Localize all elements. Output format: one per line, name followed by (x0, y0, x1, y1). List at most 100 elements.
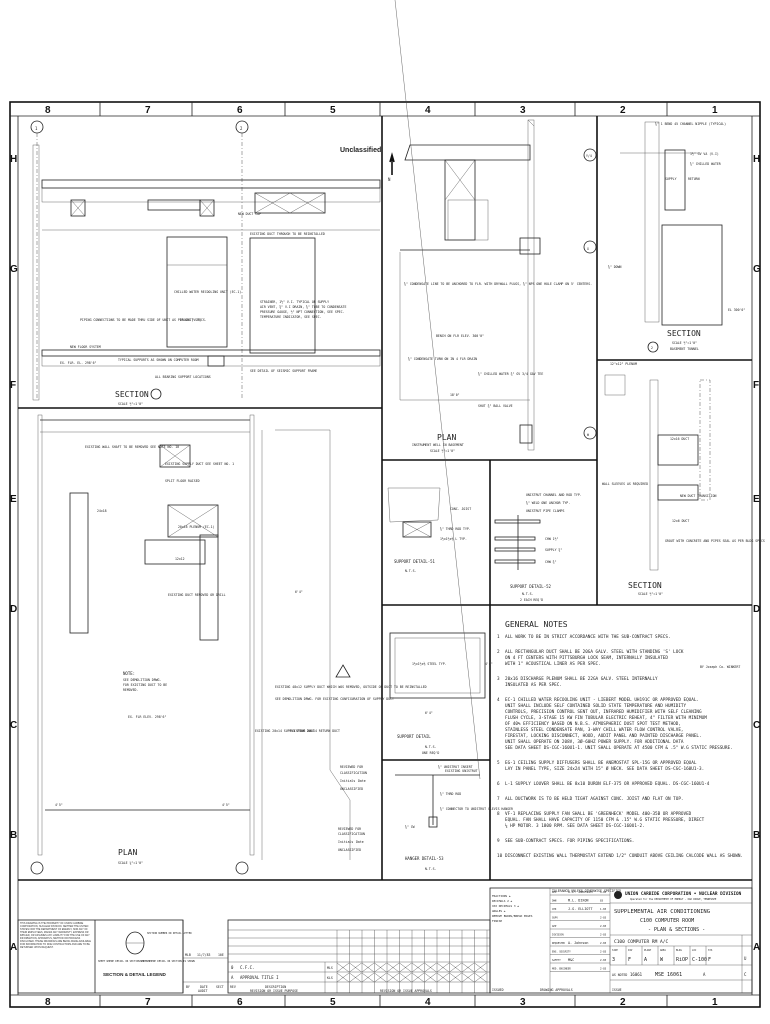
signer-date: 2-83 (600, 958, 607, 962)
legend-sheet-cut: SHEET WHERE DETAIL OR SECTION IS CUT (98, 960, 150, 963)
note-line: VF-1 REPLACING SUPPLY FAN SHALL BE 'GREE… (505, 811, 692, 817)
column-marker: W (587, 433, 589, 437)
note-number: 2 (497, 649, 500, 655)
callout: CHW ¾" (545, 560, 557, 565)
column-marker: 2 (651, 346, 653, 350)
note-line: EQUAL. FAN SHALL HAVE CAPACITY OF 1150 C… (505, 817, 705, 823)
zone-column-label: 1 (712, 105, 718, 116)
hanger-title: HANGER DETAIL-53 (405, 856, 444, 861)
zone-column-label: 5 (330, 997, 336, 1008)
note-line: ¼ HP MOTOR. 3 1800 RPM. SEE DATA SHEET D… (505, 823, 645, 829)
note-line: STAINLESS STEEL CONDENSATE PAN, 3-WAY CH… (505, 727, 684, 733)
callout: CHILLED WATER RECOOLING UNIT (EC-1) (174, 290, 241, 294)
revision-by: KLS (327, 976, 333, 980)
callout: 4'4" (485, 662, 493, 666)
callout: 1½x1½x⅛ STEEL TYP. (412, 662, 447, 666)
stamp-line: Initials (338, 840, 353, 844)
note-line: UNIT SHALL INCLUDE SELF CONTAINED SOLID … (505, 703, 686, 709)
note-line: ALL DUCTWORK IS TO BE HELD TIGHT AGAINST… (505, 796, 684, 802)
callout: CHW 1½" (545, 537, 559, 541)
note-number: 6 (497, 781, 500, 787)
zone-row-label: H (10, 154, 17, 165)
note-number: 7 (497, 796, 500, 802)
callout: 1½" GV VA (V.I) (690, 152, 719, 156)
drawing-title-3: - PLAN & SECTIONS - (648, 927, 705, 933)
stamp-line: REVIEWED FOR (338, 827, 361, 831)
callout: AIR VENT, ¾" V.I DRAIN, ¾" TUBE TO CONDE… (260, 305, 346, 310)
callout: CONC. JOIST (450, 507, 471, 511)
note-line: FIRESTAT, LOCKING DISCONNECT, HOOD, AUDI… (505, 733, 702, 739)
callout: NEW DUCT TRANSITION (680, 494, 717, 498)
signer-name: J.G. ELLIOTT (568, 907, 593, 911)
code-header: SIZE (612, 949, 618, 952)
callout: BENCH ON FLR ELEV. 300'0" (436, 334, 484, 338)
signer-role: REQUESTED (552, 942, 566, 945)
callout: EXISTING UNISTRUT (445, 769, 478, 773)
signer-role: CHK (552, 908, 557, 911)
unclassified-stamp: Unclassified (340, 147, 381, 154)
note-title: NOTE: (123, 671, 135, 676)
column-marker: 2 (240, 126, 243, 131)
code-value: C-100 (692, 957, 707, 963)
code-header: LOC (692, 949, 697, 952)
zone-column-label: 8 (45, 105, 51, 116)
plan-lower-view: EXISTING WALL SHAFT TO BE REMOVED SEE NO… (30, 414, 427, 875)
legend-title: SECTION & DETAIL LEGEND (103, 972, 167, 977)
callout: ¾" CONDENSATE LINE TO BE ANCHORED TO FLR… (404, 282, 592, 287)
note-line: ON 4 FT CENTERS WITH PITTSBURGH LOCK SEA… (505, 655, 668, 661)
sheet-code: U (744, 956, 747, 961)
column-marker: 1 (35, 126, 38, 131)
support-a-title: SUPPORT DETAIL (397, 734, 431, 739)
section-b-subtitle: BASEMENT TUNNEL (670, 347, 699, 351)
code-header: DIV (628, 949, 633, 952)
review-stamp: REVIEWED FOR CLASSIFICATION Initials Dat… (338, 765, 367, 852)
callout: ¾" CONNECTOR TO UNISTRUT CLEVIS HANGER (440, 807, 513, 812)
scale-label: AS NOTED (612, 973, 627, 977)
drawing-number: MSE 16061 (655, 972, 682, 978)
stamp-line: CLASSIFICATION (340, 771, 367, 775)
note-line: ALL WORK TO BE IN STRICT ACCORDANCE WITH… (505, 634, 671, 640)
note-line: 20x16 DISCHARGE PLENUM SHALL BE 22GA GAL… (505, 676, 658, 682)
callout: SPLIT FLOOR RAISED (165, 479, 200, 483)
note-line: WITH 1" ACOUSTICAL LINER AS PER SPEC. (505, 661, 601, 667)
callout: ¾" CHILLED WATER ¾" GV 3/4 GAV TEE (478, 372, 543, 377)
zone-row-label: D (10, 604, 17, 615)
note-line: REMOVED. (123, 688, 138, 692)
plan-upper-subtitle: INSTRUMENT WELL IN BASEMENT (412, 443, 464, 447)
signer-name: M&C (568, 958, 574, 962)
signer-date: 2-83 (600, 967, 607, 971)
note-number: 5 (497, 760, 500, 766)
callout: ¾" THRD ROD TYP. (440, 527, 471, 532)
callout: ALL BEARING SUPPORT LOCATIONS (155, 375, 211, 379)
code-value: F (708, 957, 711, 963)
revision-id: 0 (231, 965, 234, 970)
dimension: 24x18 (97, 509, 107, 513)
hanger-scale: N.T.S. (425, 867, 437, 871)
side-note: BY Joseph Co. WINKERT (700, 665, 740, 669)
signer-date: 1-83 (600, 907, 607, 911)
note-number: 8 (497, 811, 500, 817)
callout: EXISTING DUCT REMOVED OR DRILL (168, 593, 226, 597)
support-52-title: SUPPORT DETAIL-52 (510, 584, 552, 589)
zone-column-label: 8 (45, 997, 51, 1008)
support-detail-52: UNISTRUT CHANNEL AND ROD TYP. ¾" WELD ON… (494, 493, 582, 602)
revision-by: MLS (327, 966, 333, 970)
code-value: W (660, 957, 664, 963)
callout: ¾" CONDENSATE TURN ON IN 4 FLR DRAIN (408, 357, 477, 362)
support-52-qty: 2 EACH REQ'D (520, 598, 543, 602)
callout: 6'4" (425, 711, 433, 715)
code-value: 3 (612, 957, 615, 963)
note-line: ALL RECTANGULAR DUCT SHALL BE 20GA GALV.… (505, 649, 684, 655)
revision-description: APPROVAL TITLE I (240, 975, 279, 980)
job-number: 16061 (630, 972, 643, 977)
support-detail-a: 1½x1½x⅛ STEEL TYP. 6'4" 4'4" SUPPORT DET… (389, 632, 493, 755)
note-line: LAY IN PANEL TYPE, SIZE 24x24 WITH 15" Ø… (505, 765, 704, 772)
note-line: UNIT SHALL OPERATE ON 208V, 3Ø-60HZ POWE… (505, 738, 684, 745)
code-value: F (628, 957, 631, 963)
tolerance-list: FRACTIONS ±DECIMALS 2 ±XXX DECIMALS 3 ±A… (492, 894, 533, 923)
dimension: 12x12 (175, 557, 185, 561)
column-marker: X (587, 247, 589, 251)
zone-column-label: 6 (237, 105, 243, 116)
zone-row-label: A (753, 942, 760, 953)
callout: TYPICAL SUPPORTS AS SHOWN ON COMPUTER RO… (118, 358, 199, 362)
